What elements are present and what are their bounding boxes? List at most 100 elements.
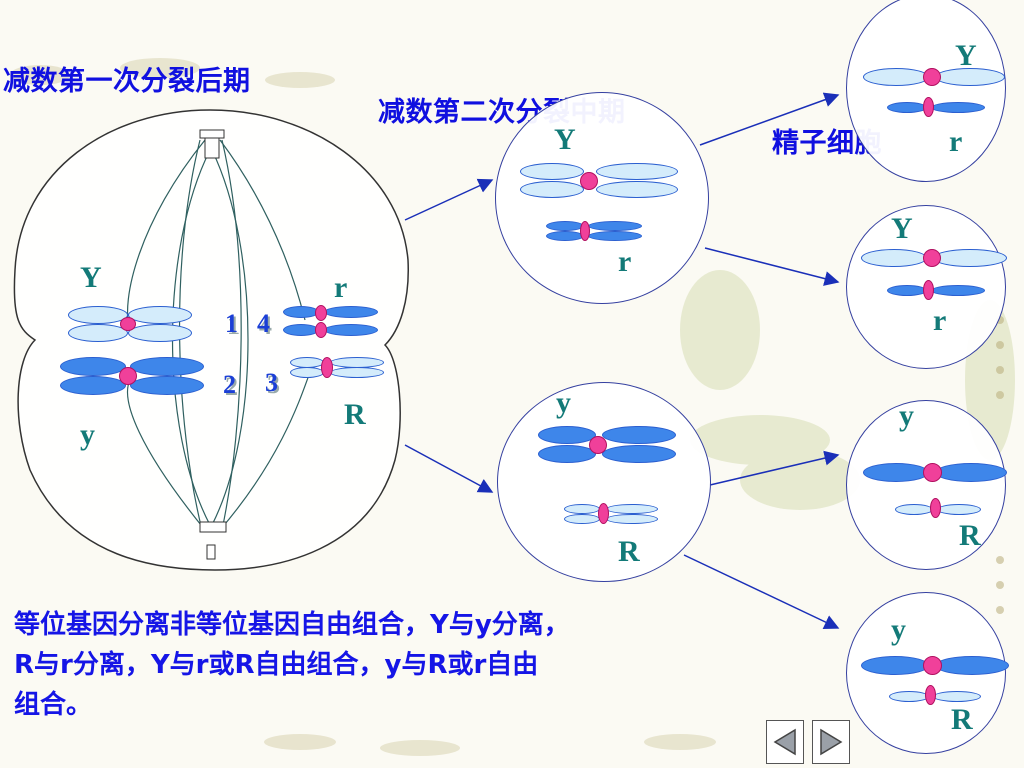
- centromere: [923, 280, 934, 300]
- gene-label-upper: Y: [955, 39, 977, 72]
- arrow-to-sperm2: [704, 247, 840, 286]
- gene-label-upper: Y: [891, 212, 913, 245]
- centromere: [580, 221, 590, 241]
- chromosome-R-arm: [564, 504, 600, 514]
- chromosome-r-arm: [588, 231, 642, 241]
- chromosome-r-arm: [931, 102, 985, 113]
- chromosome-r-arm: [887, 102, 927, 113]
- gene-label-upper: y: [899, 399, 914, 432]
- triangle-right-icon: [820, 728, 843, 756]
- chromosome-Y-arm: [68, 324, 128, 342]
- centromere: [923, 249, 941, 267]
- arrow-to-sperm1: [699, 92, 840, 146]
- centromere: [580, 172, 598, 190]
- arrow-to-sperm4: [683, 554, 840, 629]
- gene-label-lower: r: [618, 245, 632, 278]
- sperm-cell-1: Y r: [846, 0, 1006, 182]
- centromere: [598, 503, 609, 524]
- gene-label-y: y: [80, 418, 95, 451]
- sperm-cell-3: y R: [846, 399, 1007, 570]
- chromosome-y-arm: [60, 357, 126, 376]
- chromosome-r-arm: [887, 285, 927, 296]
- arrow-to-sperm3: [709, 450, 840, 486]
- centromere: [930, 498, 941, 518]
- title-anaphase-1: 减数第一次分裂后期: [3, 66, 251, 97]
- centromere: [923, 463, 942, 482]
- chromosome-number-4: 4: [257, 309, 270, 338]
- chromosome-Y-arm: [863, 68, 929, 86]
- chromosome-R-arm: [933, 691, 981, 702]
- chromosome-y-arm: [602, 426, 676, 444]
- centromere: [925, 685, 936, 705]
- centromere: [119, 367, 137, 385]
- gene-label-r: r: [334, 271, 348, 304]
- next-slide-button[interactable]: [812, 720, 850, 764]
- chromosome-Y-arm: [861, 249, 927, 267]
- centromere: [315, 305, 327, 321]
- chromosome-R-arm: [937, 504, 981, 515]
- gene-label-R: R: [344, 398, 366, 431]
- chromosome-Y-arm: [933, 249, 1007, 267]
- gene-label-Y: Y: [80, 261, 102, 294]
- chromosome-Y-arm: [596, 163, 678, 180]
- chromosome-Y-arm: [68, 306, 128, 324]
- gene-label-lower: R: [959, 519, 981, 552]
- centromere: [120, 317, 136, 331]
- chromosome-y-arm: [60, 376, 126, 395]
- previous-slide-button[interactable]: [766, 720, 804, 764]
- triangle-left-icon: [773, 728, 796, 756]
- chromosome-y-arm: [538, 445, 596, 463]
- chromosome-number-3: 3: [265, 368, 278, 397]
- chromosome-number-1: 1: [225, 309, 238, 338]
- chromosome-y-arm: [130, 357, 204, 376]
- arrow-to-mid-top: [404, 178, 494, 221]
- metaphase2-cell-bottom: y R: [497, 382, 711, 582]
- explanation-line-2: R与r分离，Y与r或R自由组合，y与R或r自由: [14, 650, 539, 680]
- chromosome-Y-arm: [520, 163, 584, 180]
- chromosome-y-arm: [935, 463, 1007, 482]
- gene-label-lower: r: [933, 304, 947, 337]
- chromosome-Y-arm: [596, 181, 678, 198]
- centromere: [589, 436, 607, 454]
- chromosome-number-2: 2: [223, 370, 236, 399]
- centromere: [315, 322, 327, 338]
- centromere: [923, 68, 941, 86]
- chromosome-r-arm: [324, 324, 378, 336]
- gene-label-lower: r: [949, 125, 963, 158]
- chromosome-Y-arm: [520, 181, 584, 198]
- chromosome-R-arm: [606, 504, 658, 514]
- chromosome-r-arm: [283, 324, 319, 336]
- chromosome-R-arm: [564, 514, 600, 524]
- sperm-cell-2: Y r: [846, 205, 1007, 369]
- chromosome-y-arm: [130, 376, 204, 395]
- gene-label-upper: Y: [554, 123, 576, 156]
- chromosome-r-arm: [546, 231, 584, 241]
- chromosome-y-arm: [863, 463, 929, 482]
- explanation-text: 等位基因分离非等位基因自由组合，Y与y分离， R与r分离，Y与r或R自由组合，y…: [14, 605, 854, 725]
- chromosome-y-arm: [935, 656, 1009, 675]
- chromosome-r-arm: [546, 221, 584, 231]
- chromosome-r-arm: [324, 306, 378, 318]
- chromosome-R-arm: [330, 367, 384, 378]
- centromere: [321, 357, 333, 378]
- metaphase2-cell-top: Y r: [495, 92, 709, 304]
- chromosome-y-arm: [538, 426, 596, 444]
- gene-label-lower: R: [618, 535, 640, 568]
- centromere: [923, 97, 934, 117]
- gene-label-upper: y: [891, 613, 906, 646]
- chromosome-R-arm: [606, 514, 658, 524]
- chromosome-y-arm: [861, 656, 929, 675]
- chromosome-R-arm: [290, 367, 324, 378]
- chromosome-y-arm: [602, 445, 676, 463]
- centromere: [923, 656, 942, 675]
- explanation-line-1: 等位基因分离非等位基因自由组合，Y与y分离，: [14, 610, 570, 640]
- gene-label-upper: y: [556, 386, 571, 419]
- chromosome-Y-arm: [128, 306, 192, 324]
- arrow-to-mid-bottom: [404, 444, 494, 493]
- chromosome-Y-arm: [128, 324, 192, 342]
- chromosome-r-arm: [588, 221, 642, 231]
- chromosome-R-arm: [889, 691, 929, 702]
- gene-label-lower: R: [951, 703, 973, 736]
- sperm-cell-4: y R: [846, 592, 1009, 754]
